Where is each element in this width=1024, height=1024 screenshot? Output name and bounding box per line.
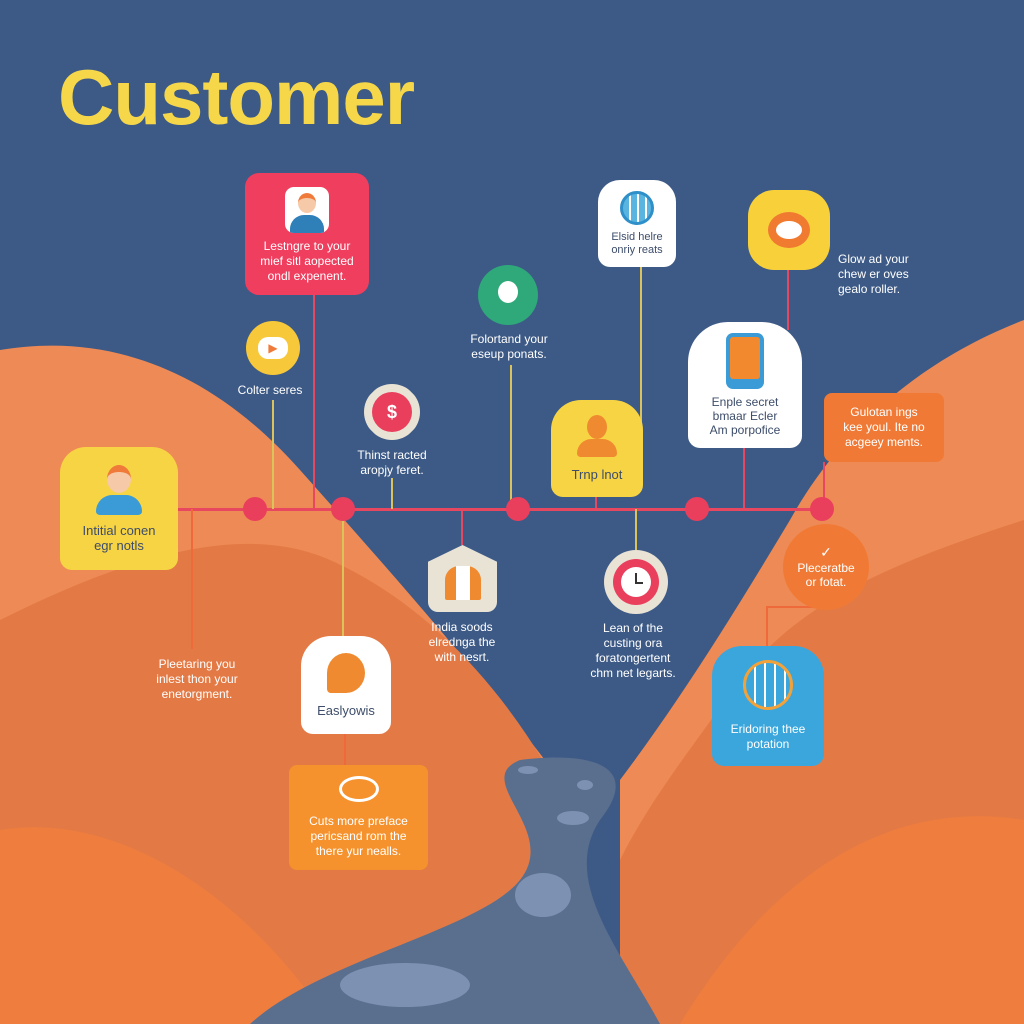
connector [272,400,274,509]
timeline-dot [331,497,355,521]
timeline-dot [506,497,530,521]
right-hill-front [680,816,1024,1024]
stage-card-easly: Easlyowis [301,636,391,734]
stage-text: Thinst racted aropjy feret. [357,448,427,477]
timeline-line [178,508,824,511]
stage-text: Cuts more preface pericsand rom the ther… [309,814,408,858]
video-chat-icon: ▶ [246,321,300,375]
connector [191,509,193,649]
timeline-dot [685,497,709,521]
stage-card-initial: Intitial conen egr notls [60,447,178,570]
person-icon [94,464,144,515]
stage-text: Trnp lnot [571,467,623,482]
stage-card-red: Lestngre to your mief sitl aopected ondl… [245,173,369,295]
dollar-badge-icon: $ [364,384,420,440]
stage-text: Folortand your eseup ponats. [470,332,548,361]
stage-card-orange: Gulotan ings kee youl. Ite no acgeey men… [824,393,944,462]
stage-card-cuts: Cuts more preface pericsand rom the ther… [289,765,428,870]
head-icon [327,652,365,693]
shirt-icon [428,545,497,612]
connector [391,478,393,509]
connector [787,270,789,330]
page-title: Customer [58,53,415,141]
connector [344,734,346,765]
stage-text: Lean of the custing ora foratongertent c… [590,621,676,680]
stage-text: Enple secret bmaar Ecler Am porpofice [709,395,781,437]
left-hill-front [0,827,330,1024]
connector [823,462,825,509]
stage-text: Eridoring thee potation [730,722,806,751]
stage-text: Pleceratbe or fotat. [797,561,855,589]
connector [640,267,642,427]
person-icon [285,187,329,233]
connector [743,448,745,509]
road [250,757,660,1024]
stage-circle-plece: ✓ Pleceratbe or fotat. [783,524,869,610]
connector [766,606,824,608]
stage-text: Colter seres [237,383,303,397]
lightbulb-icon [478,265,538,325]
ring-icon [338,776,379,802]
stage-text: Pleetaring you inlest thon your enetorgm… [156,657,238,701]
phone-icon [726,333,764,389]
timeline-dot [243,497,267,521]
stage-text: Elsid helre onriy reats [611,230,663,256]
person-icon [577,415,617,457]
clock-icon [604,550,668,614]
stage-text: Intitial conen egr notls [82,522,156,553]
stage-card-phone: Enple secret bmaar Ecler Am porpofice [688,322,802,448]
globe-icon [620,190,654,225]
connector [342,509,344,636]
stage-card-trnp: Trnp lnot [551,400,643,497]
speech-bubble-icon [748,190,830,270]
connector [461,509,463,545]
stage-text: Easlyowis [317,702,375,718]
check-icon: ✓ [820,544,832,560]
stage-card-globe: Elsid helre onriy reats [598,180,676,267]
connector [510,365,512,509]
connector [313,295,315,509]
timeline-dot [810,497,834,521]
globe-icon [743,660,793,710]
stage-text: Lestngre to your mief sitl aopected ondl… [260,239,354,283]
stage-card-eridoring: Eridoring thee potation [712,646,824,766]
stage-text: Gulotan ings kee youl. Ite no acgeey men… [843,405,925,449]
stage-text: India soods elrednga the with nesrt. [428,620,496,664]
connector [595,497,597,509]
connector [635,509,637,551]
stage-text: Glow ad your chew er oves gealo roller. [838,252,909,296]
connector [766,607,768,647]
